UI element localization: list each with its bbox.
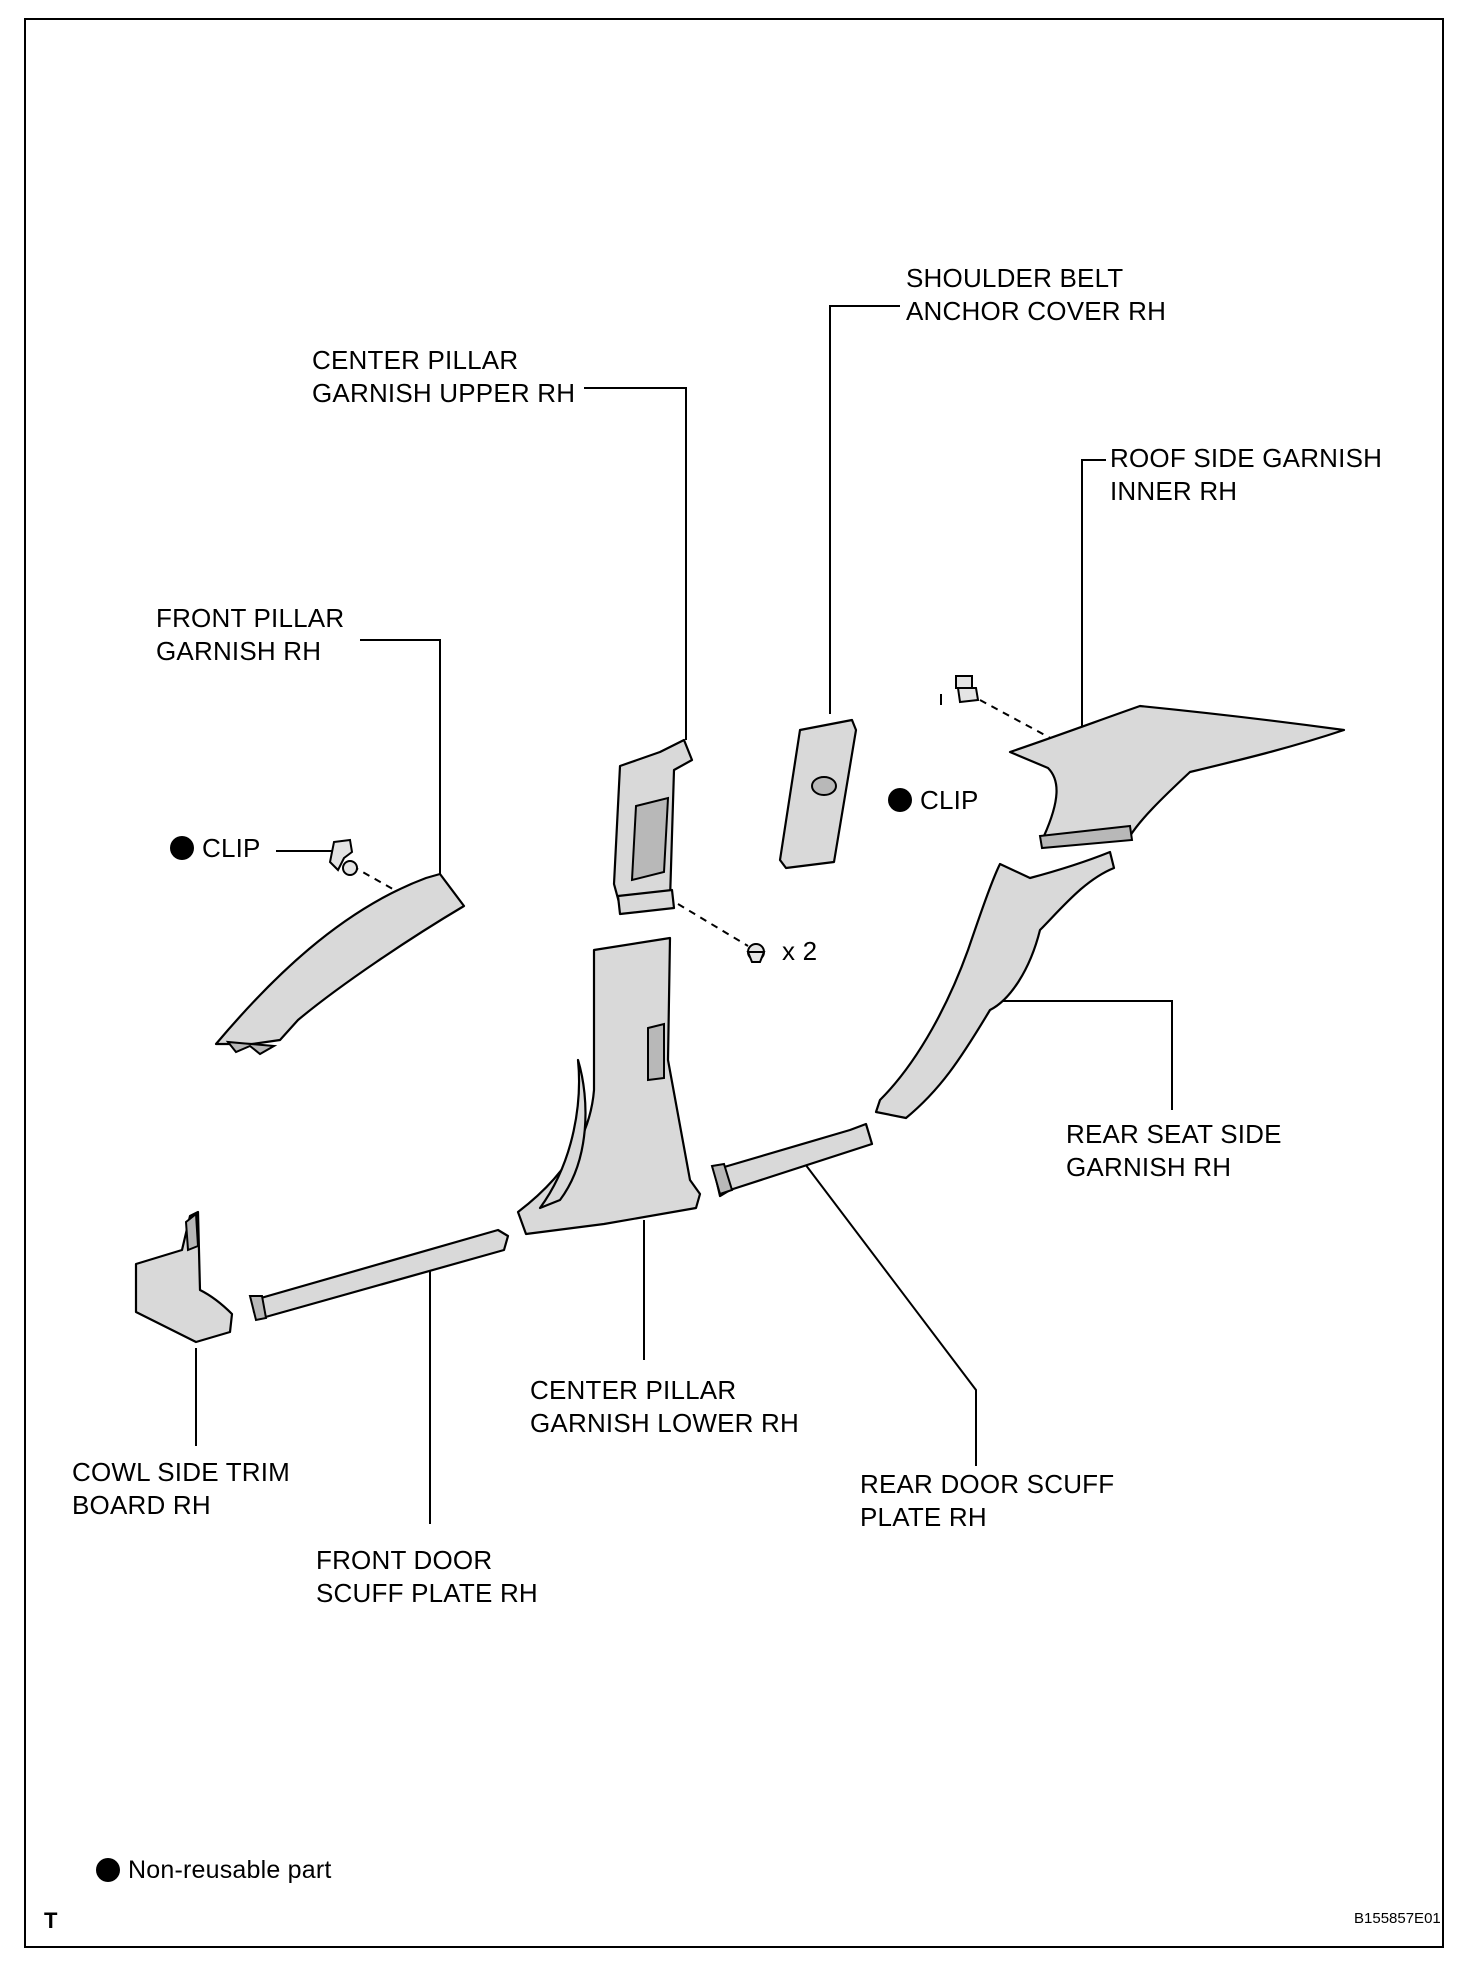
leader-shoulder-belt-cover xyxy=(829,305,900,714)
label-cowl-side-trim-board: COWL SIDE TRIM BOARD RH xyxy=(72,1457,291,1520)
cowl-side-trim-board-part xyxy=(134,1210,234,1344)
label-clip-right: CLIP xyxy=(888,784,979,817)
leader-roof-side-garnish xyxy=(1081,459,1106,742)
label-shoulder-belt-anchor-cover: SHOULDER BELT ANCHOR COVER RH xyxy=(906,263,1167,326)
label-clip-left: CLIP xyxy=(170,832,261,865)
clip-right-part xyxy=(955,675,980,704)
label-roof-side-garnish-inner: ROOF SIDE GARNISH INNER RH xyxy=(1110,443,1383,506)
non-reusable-dot-icon xyxy=(170,836,194,860)
label-center-pillar-garnish-upper: CENTER PILLAR GARNISH UPPER RH xyxy=(312,345,576,408)
front-pillar-garnish-part xyxy=(214,872,466,1056)
label-front-pillar-garnish: FRONT PILLAR GARNISH RH xyxy=(156,603,345,666)
rear-seat-side-garnish-part xyxy=(874,850,1116,1120)
label-rear-seat-side-garnish: REAR SEAT SIDE GARNISH RH xyxy=(1066,1119,1282,1182)
label-rear-door-scuff-plate: REAR DOOR SCUFF PLATE RH xyxy=(860,1469,1115,1532)
center-pillar-garnish-upper-part xyxy=(612,738,694,916)
label-quantity: x 2 xyxy=(782,936,818,966)
non-reusable-legend-dot xyxy=(96,1858,120,1882)
leader-rear-seat-side xyxy=(990,1000,1173,1110)
figure-code: B155857E01 xyxy=(1354,1910,1441,1927)
footer-left-code: T xyxy=(44,1908,58,1933)
shoulder-belt-anchor-cover-part xyxy=(778,718,858,870)
roof-side-garnish-part xyxy=(1008,704,1346,850)
rear-door-scuff-plate-part xyxy=(710,1122,874,1198)
center-pillar-garnish-lower-part xyxy=(516,936,702,1236)
leader-front-pillar-garnish xyxy=(360,639,441,880)
legend-text: Non-reusable part xyxy=(128,1856,332,1884)
leader-center-pillar-upper xyxy=(584,387,687,740)
leader-rear-door-scuff xyxy=(801,1159,977,1466)
label-center-pillar-garnish-lower: CENTER PILLAR GARNISH LOWER RH xyxy=(530,1375,800,1438)
label-front-door-scuff-plate: FRONT DOOR SCUFF PLATE RH xyxy=(316,1545,538,1608)
non-reusable-dot-icon xyxy=(888,788,912,812)
diagram-frame xyxy=(24,18,1444,1948)
clip-left-part xyxy=(328,838,358,876)
screw-part xyxy=(746,943,766,963)
front-door-scuff-plate-part xyxy=(248,1228,510,1322)
